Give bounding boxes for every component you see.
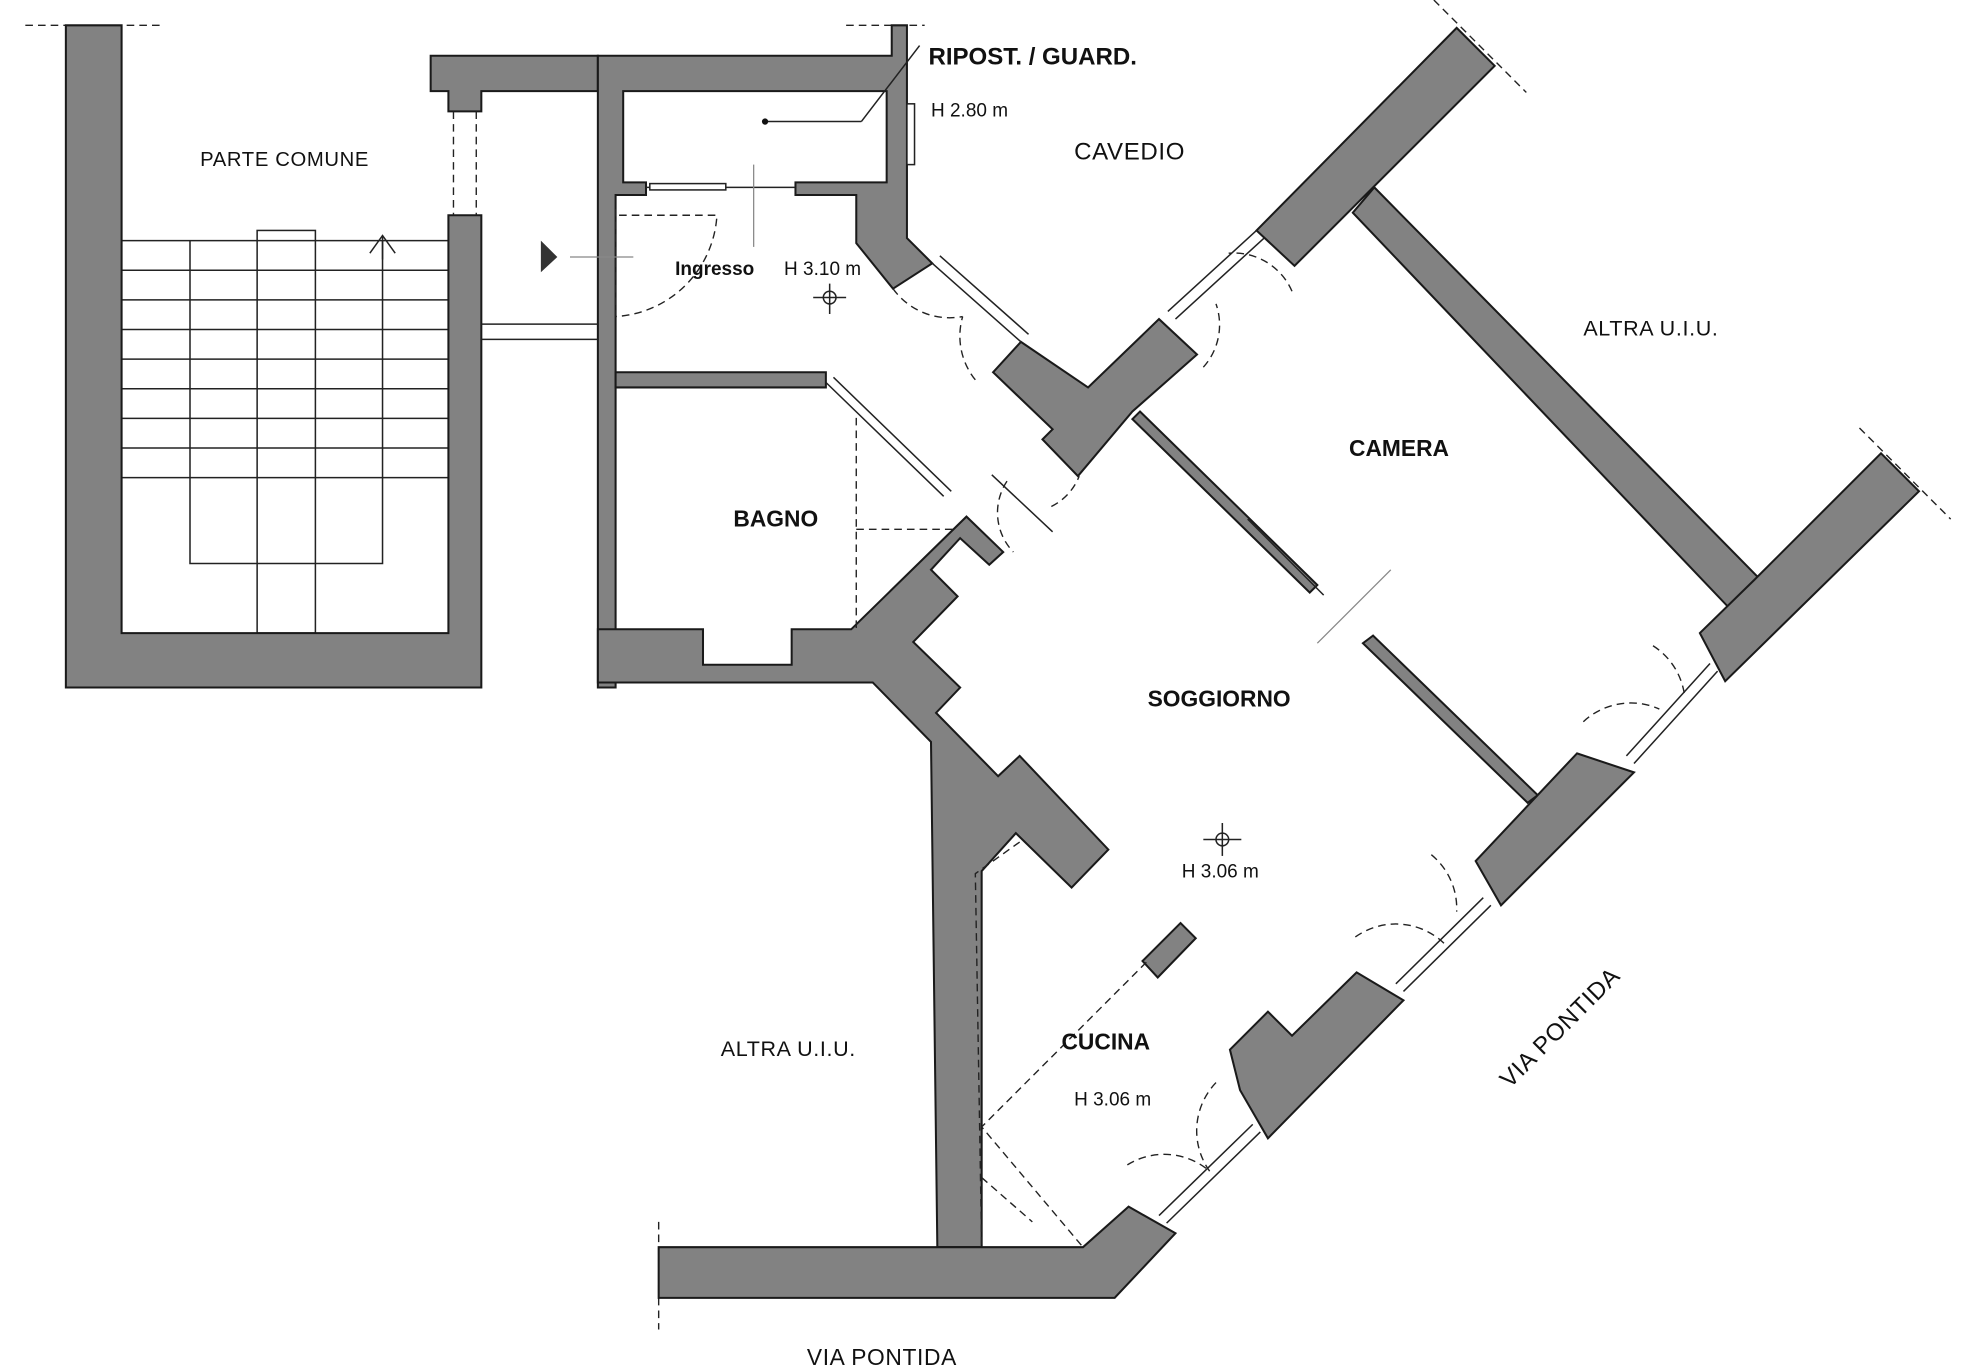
wall-cavedio-right: [1255, 26, 1497, 268]
label-camera: CAMERA: [1349, 435, 1449, 461]
label-altra-uiu-left: ALTRA U.I.U.: [721, 1037, 856, 1061]
label-street-bottom: VIA PONTIDA: [807, 1344, 957, 1370]
label-bagno: BAGNO: [733, 506, 818, 532]
label-ripostiglio-height: H 2.80 m: [931, 100, 1008, 121]
label-soggiorno-height: H 3.06 m: [1182, 861, 1259, 882]
wall-exterior-bottom: [657, 1205, 1178, 1299]
wall-ripostiglio: [596, 24, 934, 689]
stair-arrow-icon: [369, 234, 396, 254]
wall-partition-1: [1130, 410, 1319, 594]
height-marker-icon: [1203, 823, 1242, 856]
label-cavedio: CAVEDIO: [1074, 139, 1185, 166]
wall-bagno-top: [614, 371, 827, 389]
label-ripostiglio: RIPOST. / GUARD.: [928, 44, 1136, 71]
label-cucina: CUCINA: [1061, 1029, 1150, 1055]
label-ingresso: Ingresso: [675, 259, 754, 280]
openings: [452, 45, 1719, 1248]
label-street-diagonal: VIA PONTIDA: [1495, 963, 1626, 1094]
wall-bagno-bottom: [596, 515, 1110, 1249]
wall-stair-enclosure: [64, 24, 483, 689]
staircase: [121, 229, 449, 634]
wall-camera-top: [1351, 185, 1763, 610]
label-soggiorno: SOGGIORNO: [1148, 686, 1291, 712]
walls: [64, 24, 1921, 1299]
label-altra-uiu-right: ALTRA U.I.U.: [1583, 317, 1718, 341]
wall-cucina-pier: [1141, 921, 1198, 979]
wall-entry-top: [429, 54, 599, 113]
wall-corner-block: [991, 317, 1199, 478]
label-ingresso-height: H 3.10 m: [784, 259, 861, 280]
wall-exterior-2: [1474, 752, 1636, 907]
height-marker-icon: [813, 283, 847, 315]
window-ripostiglio: [906, 103, 916, 166]
label-cucina-height: H 3.06 m: [1074, 1089, 1151, 1110]
wall-exterior-1: [1698, 451, 1921, 683]
label-parte-comune: PARTE COMUNE: [200, 149, 369, 171]
wall-exterior-3: [1228, 971, 1406, 1140]
wall-partition-2: [1361, 634, 1540, 805]
entrance-arrow-icon: [540, 240, 558, 273]
